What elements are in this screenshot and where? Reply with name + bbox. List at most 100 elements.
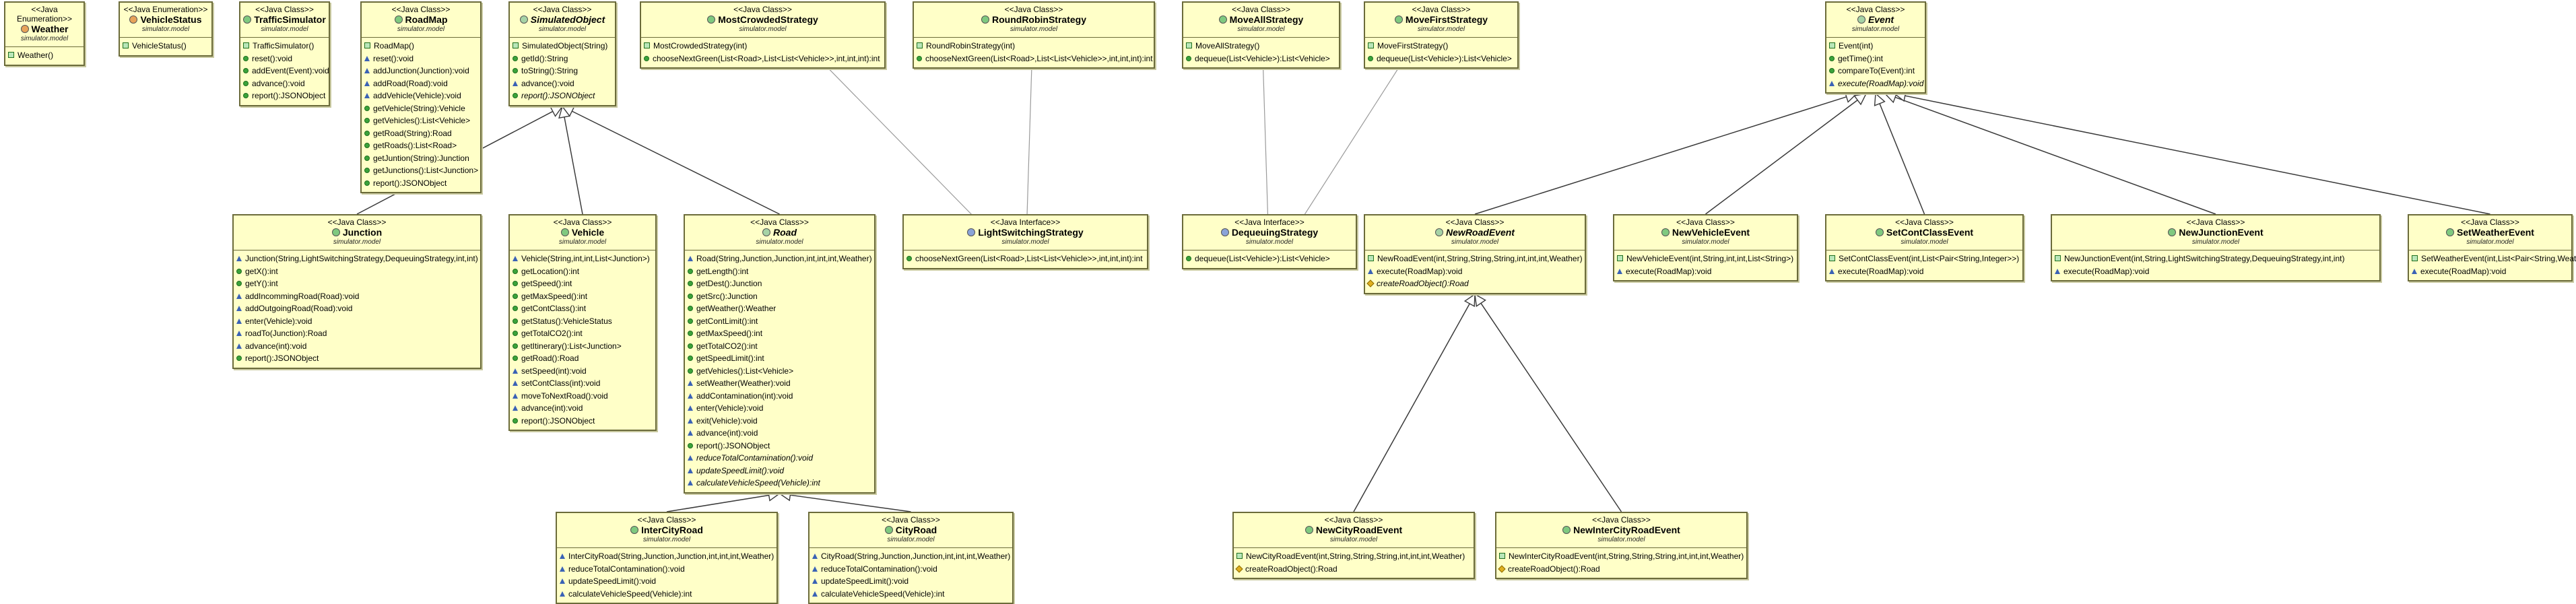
member-row[interactable]: reduceTotalContamination():void <box>688 452 871 465</box>
member-row[interactable]: execute(RoadMap):void <box>1617 265 1794 278</box>
member-row[interactable]: addOutgoingRoad(Road):void <box>236 302 477 315</box>
member-row[interactable]: execute(RoadMap):void <box>2412 265 2569 278</box>
member-row[interactable]: getY():int <box>236 277 477 290</box>
member-row[interactable]: createRoadObject():Road <box>1235 563 1471 576</box>
member-row[interactable]: report():JSONObject <box>243 90 326 102</box>
member-row[interactable]: enter(Vehicle):void <box>236 315 477 328</box>
member-row[interactable]: addVehicle(Vehicle):void <box>364 90 477 102</box>
member-row[interactable]: advance(int):void <box>236 340 477 353</box>
member-row[interactable]: execute(RoadMap):void <box>1368 265 1582 278</box>
member-row[interactable]: reduceTotalContamination():void <box>560 563 774 576</box>
member-row[interactable]: execute(RoadMap):void <box>1829 77 1923 90</box>
member-row[interactable]: addContamination(int):void <box>688 390 871 403</box>
member-row[interactable]: compareTo(Event):int <box>1829 65 1922 77</box>
member-row[interactable]: setWeather(Weather):void <box>688 377 871 390</box>
member-row[interactable]: getVehicle(String):Vehicle <box>364 102 477 115</box>
class-box-light-switching-strategy[interactable]: <<Java Interface>>LightSwitchingStrategy… <box>902 214 1148 269</box>
member-row[interactable]: getTotalCO2():int <box>513 327 653 340</box>
member-row[interactable]: createRoadObject():Road <box>1498 563 1744 576</box>
member-row[interactable]: MostCrowdedStrategy(int) <box>644 40 882 53</box>
member-row[interactable]: execute(RoadMap):void <box>2055 265 2377 278</box>
member-row[interactable]: RoundRobinStrategy(int) <box>917 40 1151 53</box>
member-row[interactable]: getRoads():List<Road> <box>364 139 477 152</box>
member-row[interactable]: getContLimit():int <box>688 315 871 328</box>
member-row[interactable]: Junction(String,LightSwitchingStrategy,D… <box>236 253 478 265</box>
member-row[interactable]: dequeue(List<Vehicle>):List<Vehicle> <box>1186 253 1353 265</box>
member-row[interactable]: getLength():int <box>688 265 871 278</box>
member-row[interactable]: reset():void <box>364 53 477 65</box>
member-row[interactable]: getDest():Junction <box>688 277 871 290</box>
member-row[interactable]: getItinerary():List<Junction> <box>513 340 653 353</box>
member-row[interactable]: updateSpeedLimit():void <box>688 465 871 477</box>
member-row[interactable]: SetWeatherEvent(int,List<Pair<String,Wea… <box>2412 253 2576 265</box>
member-row[interactable]: InterCityRoad(String,Junction,Junction,i… <box>560 550 774 563</box>
member-row[interactable]: calculateVehicleSpeed(Vehicle):int <box>560 588 774 601</box>
member-row[interactable]: getId():String <box>513 53 612 65</box>
member-row[interactable]: updateSpeedLimit():void <box>812 575 1010 588</box>
member-row[interactable]: getWeather():Weather <box>688 302 871 315</box>
member-row[interactable]: report():JSONObject <box>688 440 871 452</box>
member-row[interactable]: setContClass(int):void <box>513 377 653 390</box>
member-row[interactable]: MoveFirstStrategy() <box>1368 40 1515 53</box>
member-row[interactable]: addEvent(Event):void <box>243 65 329 77</box>
member-row[interactable]: reduceTotalContamination():void <box>812 563 1010 576</box>
member-row[interactable]: NewInterCityRoadEvent(int,String,String,… <box>1499 550 1744 563</box>
member-row[interactable]: moveToNextRoad():void <box>513 390 653 403</box>
member-row[interactable]: reset():void <box>243 53 326 65</box>
member-row[interactable]: advance():void <box>243 77 326 90</box>
member-row[interactable]: addIncommingRoad(Road):void <box>236 290 477 303</box>
member-row[interactable]: advance(int):void <box>688 427 871 440</box>
member-row[interactable]: report():JSONObject <box>513 415 653 428</box>
member-row[interactable]: getTime():int <box>1829 53 1922 65</box>
member-row[interactable]: dequeue(List<Vehicle>):List<Vehicle> <box>1186 53 1336 65</box>
member-row[interactable]: report():JSONObject <box>364 177 477 190</box>
member-row[interactable]: Road(String,Junction,Junction,int,int,in… <box>688 253 872 265</box>
member-row[interactable]: advance(int):void <box>513 402 653 415</box>
member-row[interactable]: getRoad():Road <box>513 352 653 365</box>
member-row[interactable]: roadTo(Junction):Road <box>236 327 477 340</box>
member-row[interactable]: SetContClassEvent(int,List<Pair<String,I… <box>1829 253 2020 265</box>
member-row[interactable]: getContClass():int <box>513 302 653 315</box>
member-row[interactable]: createRoadObject():Road <box>1366 277 1582 290</box>
member-row[interactable]: setSpeed(int):void <box>513 365 653 378</box>
member-row[interactable]: chooseNextGreen(List<Road>,List<List<Veh… <box>644 53 882 65</box>
member-row[interactable]: CityRoad(String,Junction,Junction,int,in… <box>812 550 1010 563</box>
member-row[interactable]: getTotalCO2():int <box>688 340 871 353</box>
member-row[interactable]: getJuntion(String):Junction <box>364 152 477 165</box>
member-row[interactable]: getVehicles():List<Vehicle> <box>364 114 477 127</box>
member-row[interactable]: getX():int <box>236 265 477 278</box>
member-row[interactable]: execute(RoadMap):void <box>1829 265 2020 278</box>
member-row[interactable]: getMaxSpeed():int <box>688 327 871 340</box>
member-row[interactable]: getSrc():Junction <box>688 290 871 303</box>
member-row[interactable]: getSpeed():int <box>513 277 653 290</box>
member-row[interactable]: NewVehicleEvent(int,String,int,int,List<… <box>1617 253 1794 265</box>
member-row[interactable]: exit(Vehicle):void <box>688 415 871 428</box>
member-row[interactable]: getLocation():int <box>513 265 653 278</box>
member-row[interactable]: chooseNextGreen(List<Road>,List<List<Veh… <box>917 53 1153 65</box>
member-row[interactable]: chooseNextGreen(List<Road>,List<List<Veh… <box>906 253 1144 265</box>
member-row[interactable]: advance():void <box>513 77 612 90</box>
member-row[interactable]: Vehicle(String,int,int,List<Junction>) <box>513 253 653 265</box>
member-row[interactable]: NewCityRoadEvent(int,String,String,Strin… <box>1236 550 1471 563</box>
member-row[interactable]: getStatus():VehicleStatus <box>513 315 653 328</box>
